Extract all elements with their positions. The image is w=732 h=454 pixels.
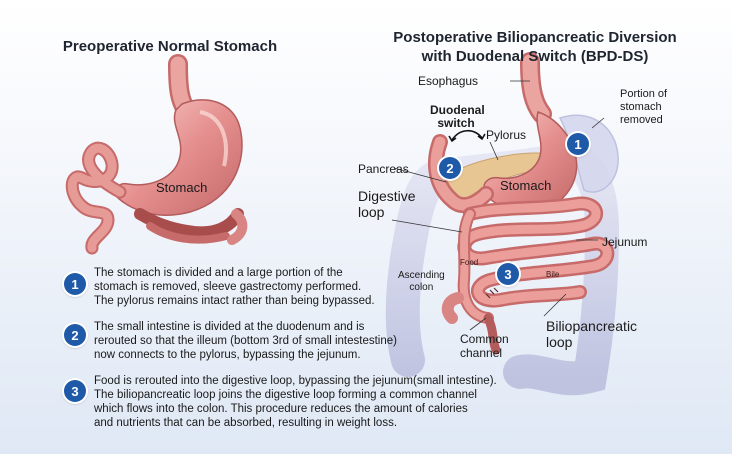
note-badge-2: 2	[64, 324, 86, 346]
note-3-line4: and nutrients that can be absorbed, resu…	[94, 417, 398, 429]
note-1-line3: The pylorus remains intact rather than b…	[94, 295, 375, 307]
ascending-colon-line2: colon	[409, 282, 434, 293]
right-bpd-ds	[385, 52, 620, 396]
ascending-colon-line1: Ascending	[398, 270, 445, 281]
diagram-badge-1: 1	[567, 133, 589, 155]
left-title: Preoperative Normal Stomach	[62, 38, 278, 55]
label-stomach-left: Stomach	[156, 180, 208, 195]
label-portion-removed: Portion of stomach removed	[620, 88, 667, 127]
note-2: The small intestine is divided at the du…	[94, 320, 397, 362]
label-ascending-colon: Ascending colon	[398, 270, 445, 294]
common-channel-line2: channel	[460, 346, 503, 360]
label-pylorus: Pylorus	[486, 128, 527, 142]
label-esophagus: Esophagus	[418, 74, 479, 88]
note-3-line1: Food is rerouted into the digestive loop…	[94, 375, 497, 387]
note-1: The stomach is divided and a large porti…	[94, 266, 375, 308]
note-badge-3: 3	[64, 380, 86, 402]
right-title-line1: Postoperative Biliopancreatic Diversion	[393, 29, 677, 46]
label-stomach-right: Stomach	[500, 178, 552, 193]
label-biliopancreatic-loop: Biliopancreatic loop	[546, 318, 637, 350]
note-3: Food is rerouted into the digestive loop…	[94, 374, 497, 430]
label-food: Food	[460, 258, 479, 267]
digestive-loop-line1: Digestive	[358, 188, 416, 204]
note-3-line3: which flows into the colon. This procedu…	[94, 403, 468, 415]
portion-removed-line2: stomach	[620, 101, 662, 113]
label-common-channel: Common channel	[460, 332, 509, 360]
note-badge-1: 1	[64, 273, 86, 295]
biliopancreatic-loop-line2: loop	[546, 334, 573, 350]
note-1-line1: The stomach is divided and a large porti…	[94, 267, 343, 279]
diagram-badge-2: 2	[439, 157, 461, 179]
biliopancreatic-loop-line1: Biliopancreatic	[546, 318, 638, 334]
digestive-loop-line2: loop	[358, 204, 385, 220]
label-pancreas: Pancreas	[358, 162, 409, 176]
duodenal-switch-line2: switch	[437, 116, 475, 130]
label-bile: Bile	[546, 270, 560, 279]
portion-removed-line3: removed	[620, 114, 663, 126]
common-channel-line1: Common	[460, 332, 509, 346]
diagram-badge-3: 3	[497, 263, 519, 285]
right-title: Postoperative Biliopancreatic Diversion …	[350, 28, 720, 66]
note-3-line2: The biliopancreatic loop joins the diges…	[94, 389, 477, 401]
note-2-line1: The small intestine is divided at the du…	[94, 321, 365, 333]
note-1-line2: stomach is removed, sleeve gastrectomy p…	[94, 281, 362, 293]
label-duodenal-switch: Duodenal switch	[430, 103, 485, 130]
label-digestive-loop: Digestive loop	[358, 188, 416, 220]
portion-removed-line1: Portion of	[620, 88, 668, 100]
right-title-line2: with Duodenal Switch (BPD-DS)	[421, 48, 649, 65]
label-jejunum: Jejunum	[602, 235, 648, 249]
note-2-line3: now connects to the pylorus, bypassing t…	[94, 349, 361, 361]
duodenal-switch-line1: Duodenal	[430, 103, 485, 117]
note-2-line2: rerouted so that the illeum (bottom 3rd …	[94, 335, 397, 347]
left-normal-stomach	[65, 54, 248, 255]
